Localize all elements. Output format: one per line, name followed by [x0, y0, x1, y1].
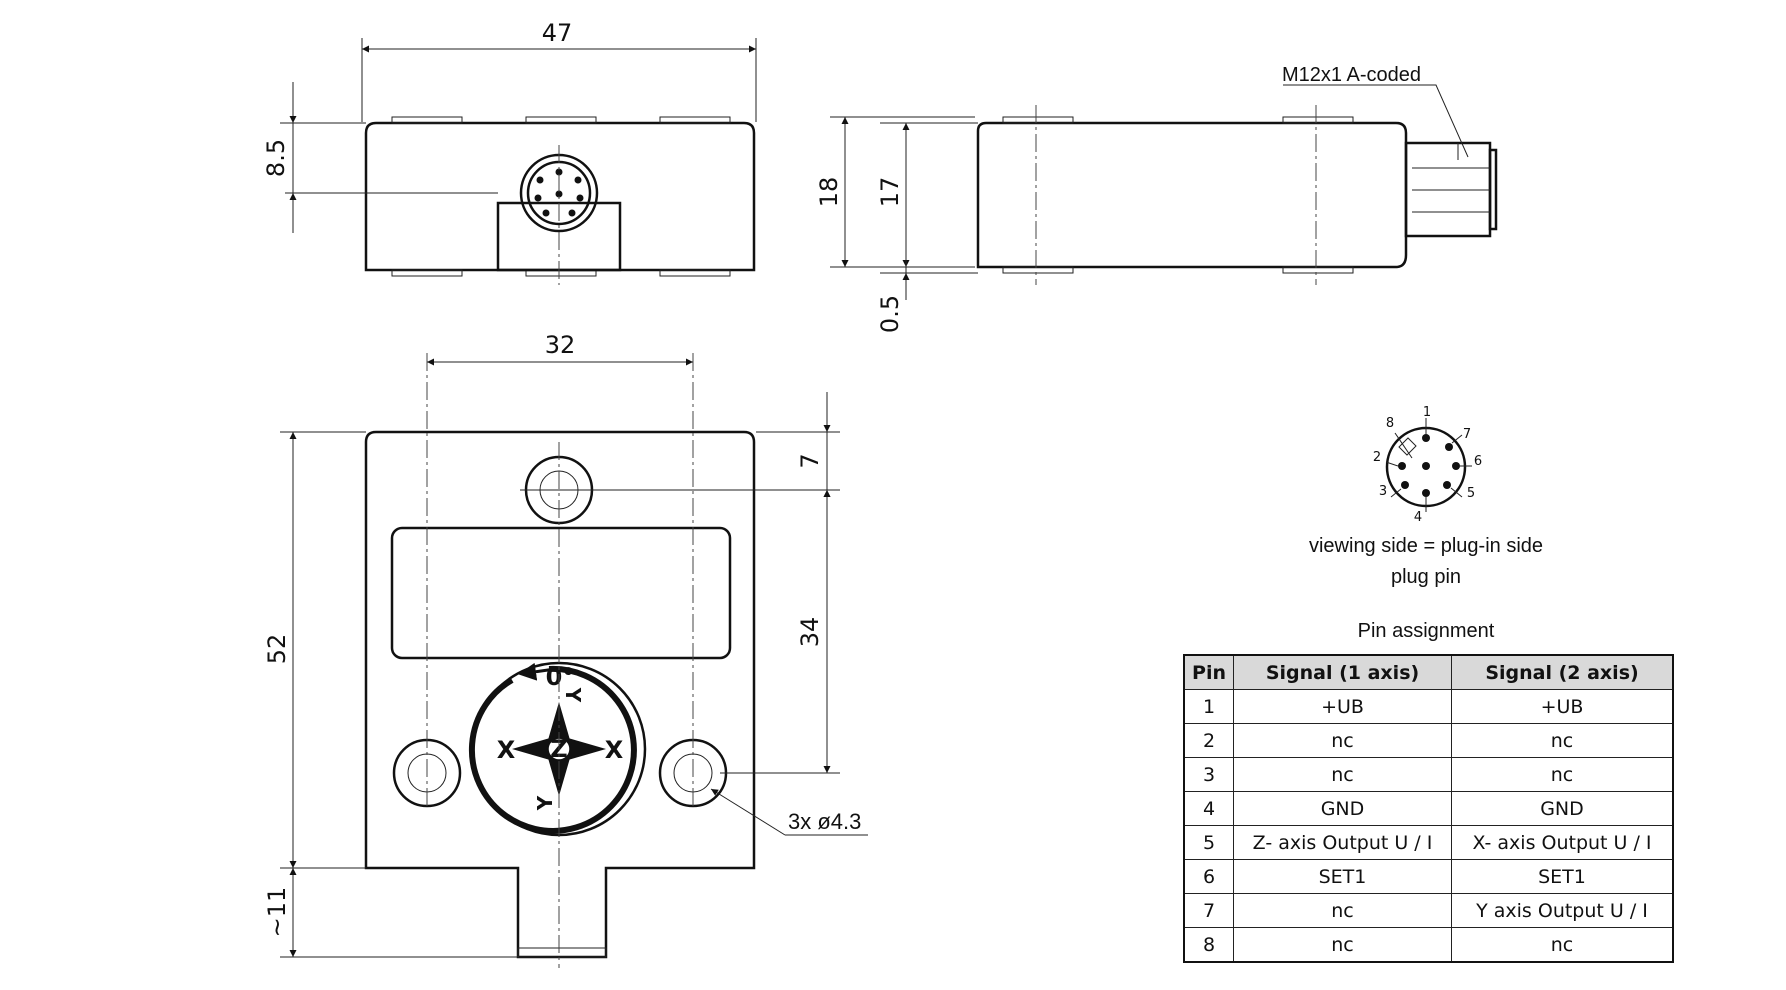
header-signal-1-axis: Signal (1 axis): [1233, 654, 1452, 690]
dim-top-width: 47: [542, 19, 573, 47]
cell-signal-2: X- axis Output U / I: [1451, 825, 1674, 860]
dim-side-offset: 0.5: [876, 295, 904, 333]
cell-pin: 7: [1183, 893, 1234, 928]
cell-signal-2: nc: [1451, 757, 1674, 792]
cell-signal-1: SET1: [1233, 859, 1452, 894]
dim-front-plug: ~11: [263, 887, 291, 938]
pin-label-7: 7: [1463, 427, 1471, 442]
top-connector-pins: [534, 168, 584, 217]
pin-label-1: 1: [1423, 405, 1431, 420]
cell-signal-2: Y axis Output U / I: [1451, 893, 1674, 928]
cell-signal-2: SET1: [1451, 859, 1674, 894]
pin-assignment-table: Pin Signal (1 axis) Signal (2 axis) 1+UB…: [1183, 654, 1674, 963]
cell-signal-2: nc: [1451, 927, 1674, 963]
table-row: 1+UB+UB: [1183, 689, 1674, 724]
top-view: 47 8.5: [262, 19, 757, 285]
hole-callout: 3x ø4.3: [788, 809, 861, 834]
pinout-caption-line2: plug pin: [1391, 566, 1461, 588]
dim-front-top-hole: 7: [796, 453, 824, 468]
cell-pin: 2: [1183, 723, 1234, 758]
dim-front-hole-spacing: 32: [545, 331, 576, 359]
pin-label-4: 4: [1414, 510, 1422, 525]
cell-signal-1: nc: [1233, 723, 1452, 758]
front-view: Z X X Y Y 0° 32 7 34 52 ~11 3x ø4.3: [263, 331, 868, 968]
dim-front-height: 52: [263, 634, 291, 665]
table-header-row: Pin Signal (1 axis) Signal (2 axis): [1183, 654, 1674, 690]
pin-table-title: Pin assignment: [1358, 620, 1495, 642]
axis-y-bottom-label: Y: [533, 795, 557, 811]
axis-x-right-label: X: [605, 736, 624, 764]
zero-degree-label: 0°: [546, 663, 575, 691]
dim-side-body: 17: [876, 177, 904, 208]
cell-pin: 1: [1183, 689, 1234, 724]
cell-signal-1: nc: [1233, 757, 1452, 792]
cell-signal-1: nc: [1233, 927, 1452, 963]
pin-label-5: 5: [1467, 486, 1475, 501]
cell-pin: 4: [1183, 791, 1234, 826]
cell-signal-1: GND: [1233, 791, 1452, 826]
label-connector: M12x1 A-coded: [1282, 64, 1421, 86]
cell-signal-1: +UB: [1233, 689, 1452, 724]
pin-label-3: 3: [1379, 484, 1387, 499]
pin-label-2: 2: [1373, 450, 1381, 465]
side-view: M12x1 A-coded 18 17 0.5: [815, 64, 1498, 333]
cell-signal-2: nc: [1451, 723, 1674, 758]
dim-front-hole-to-hole: 34: [796, 617, 824, 648]
axis-y-top-label: Y: [561, 687, 585, 703]
cell-pin: 3: [1183, 757, 1234, 792]
pinout-caption-line1: viewing side = plug-in side: [1309, 535, 1543, 557]
cell-pin: 5: [1183, 825, 1234, 860]
pin-label-8: 8: [1386, 416, 1394, 431]
cell-pin: 8: [1183, 927, 1234, 963]
pin-label-6: 6: [1474, 454, 1482, 469]
pinout-diagram: 1 2 3 4 5 6 7 8 viewing side = plug-in s…: [1309, 405, 1543, 642]
dim-top-connector: 8.5: [262, 139, 290, 177]
header-signal-2-axis: Signal (2 axis): [1451, 654, 1674, 690]
cell-signal-1: Z- axis Output U / I: [1233, 825, 1452, 860]
dim-side-height: 18: [815, 177, 843, 208]
axis-x-left-label: X: [497, 736, 516, 764]
header-pin: Pin: [1183, 654, 1234, 690]
cell-signal-1: nc: [1233, 893, 1452, 928]
cell-signal-2: GND: [1451, 791, 1674, 826]
cell-signal-2: +UB: [1451, 689, 1674, 724]
cell-pin: 6: [1183, 859, 1234, 894]
